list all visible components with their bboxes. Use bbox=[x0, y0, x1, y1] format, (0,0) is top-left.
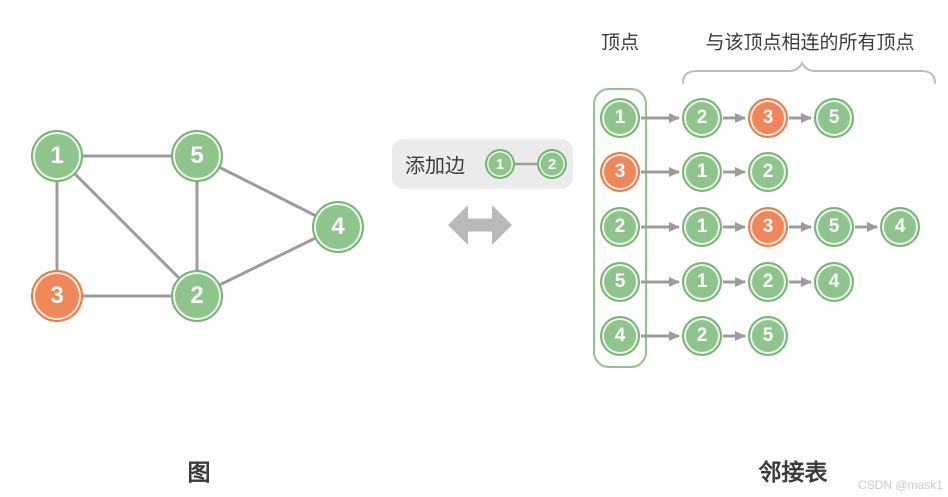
graph-node: 4 bbox=[312, 201, 364, 253]
adjacency-neighbor-node: 1 bbox=[682, 262, 722, 302]
adjacency-neighbor-node: 1 bbox=[682, 152, 722, 192]
adjacency-neighbor-node: 3 bbox=[748, 207, 788, 247]
adjacency-neighbor-node: 2 bbox=[748, 152, 788, 192]
adjacency-neighbor-node: 5 bbox=[814, 98, 854, 138]
adjacency-vertex-node: 3 bbox=[600, 152, 640, 192]
neighbors-header: 与该顶点相连的所有顶点 bbox=[705, 32, 915, 54]
graph-edge-1-2 bbox=[55, 154, 199, 298]
adjacency-neighbor-node: 5 bbox=[748, 316, 788, 356]
adjacency-neighbor-node: 4 bbox=[814, 262, 854, 302]
brace-icon bbox=[682, 60, 936, 84]
graph-node: 3 bbox=[31, 270, 83, 322]
adjacency-vertex-node: 5 bbox=[600, 262, 640, 302]
graph-node: 2 bbox=[171, 270, 223, 322]
watermark: CSDN @mask1 bbox=[858, 478, 943, 492]
adjacency-neighbor-node: 2 bbox=[682, 98, 722, 138]
adjacency-vertex-node: 4 bbox=[600, 316, 640, 356]
adjacency-neighbor-node: 4 bbox=[880, 207, 920, 247]
badge-node: 2 bbox=[537, 149, 567, 179]
adjacency-caption: 邻接表 bbox=[758, 459, 828, 485]
adjacency-neighbor-node: 2 bbox=[748, 262, 788, 302]
graph-node: 5 bbox=[171, 130, 223, 182]
adjacency-vertex-node: 2 bbox=[600, 207, 640, 247]
badge-node: 1 bbox=[485, 149, 515, 179]
adjacency-vertex-node: 1 bbox=[600, 98, 640, 138]
adjacency-neighbor-node: 1 bbox=[682, 207, 722, 247]
graph-node: 1 bbox=[31, 130, 83, 182]
adjacency-neighbor-node: 2 bbox=[682, 316, 722, 356]
graph-caption: 图 bbox=[187, 459, 211, 485]
adjacency-neighbor-node: 5 bbox=[814, 207, 854, 247]
add-edge-label: 添加边 bbox=[405, 155, 465, 178]
double-arrow-icon bbox=[448, 205, 512, 245]
vertex-column-header: 顶点 bbox=[600, 32, 640, 54]
adjacency-neighbor-node: 3 bbox=[748, 98, 788, 138]
